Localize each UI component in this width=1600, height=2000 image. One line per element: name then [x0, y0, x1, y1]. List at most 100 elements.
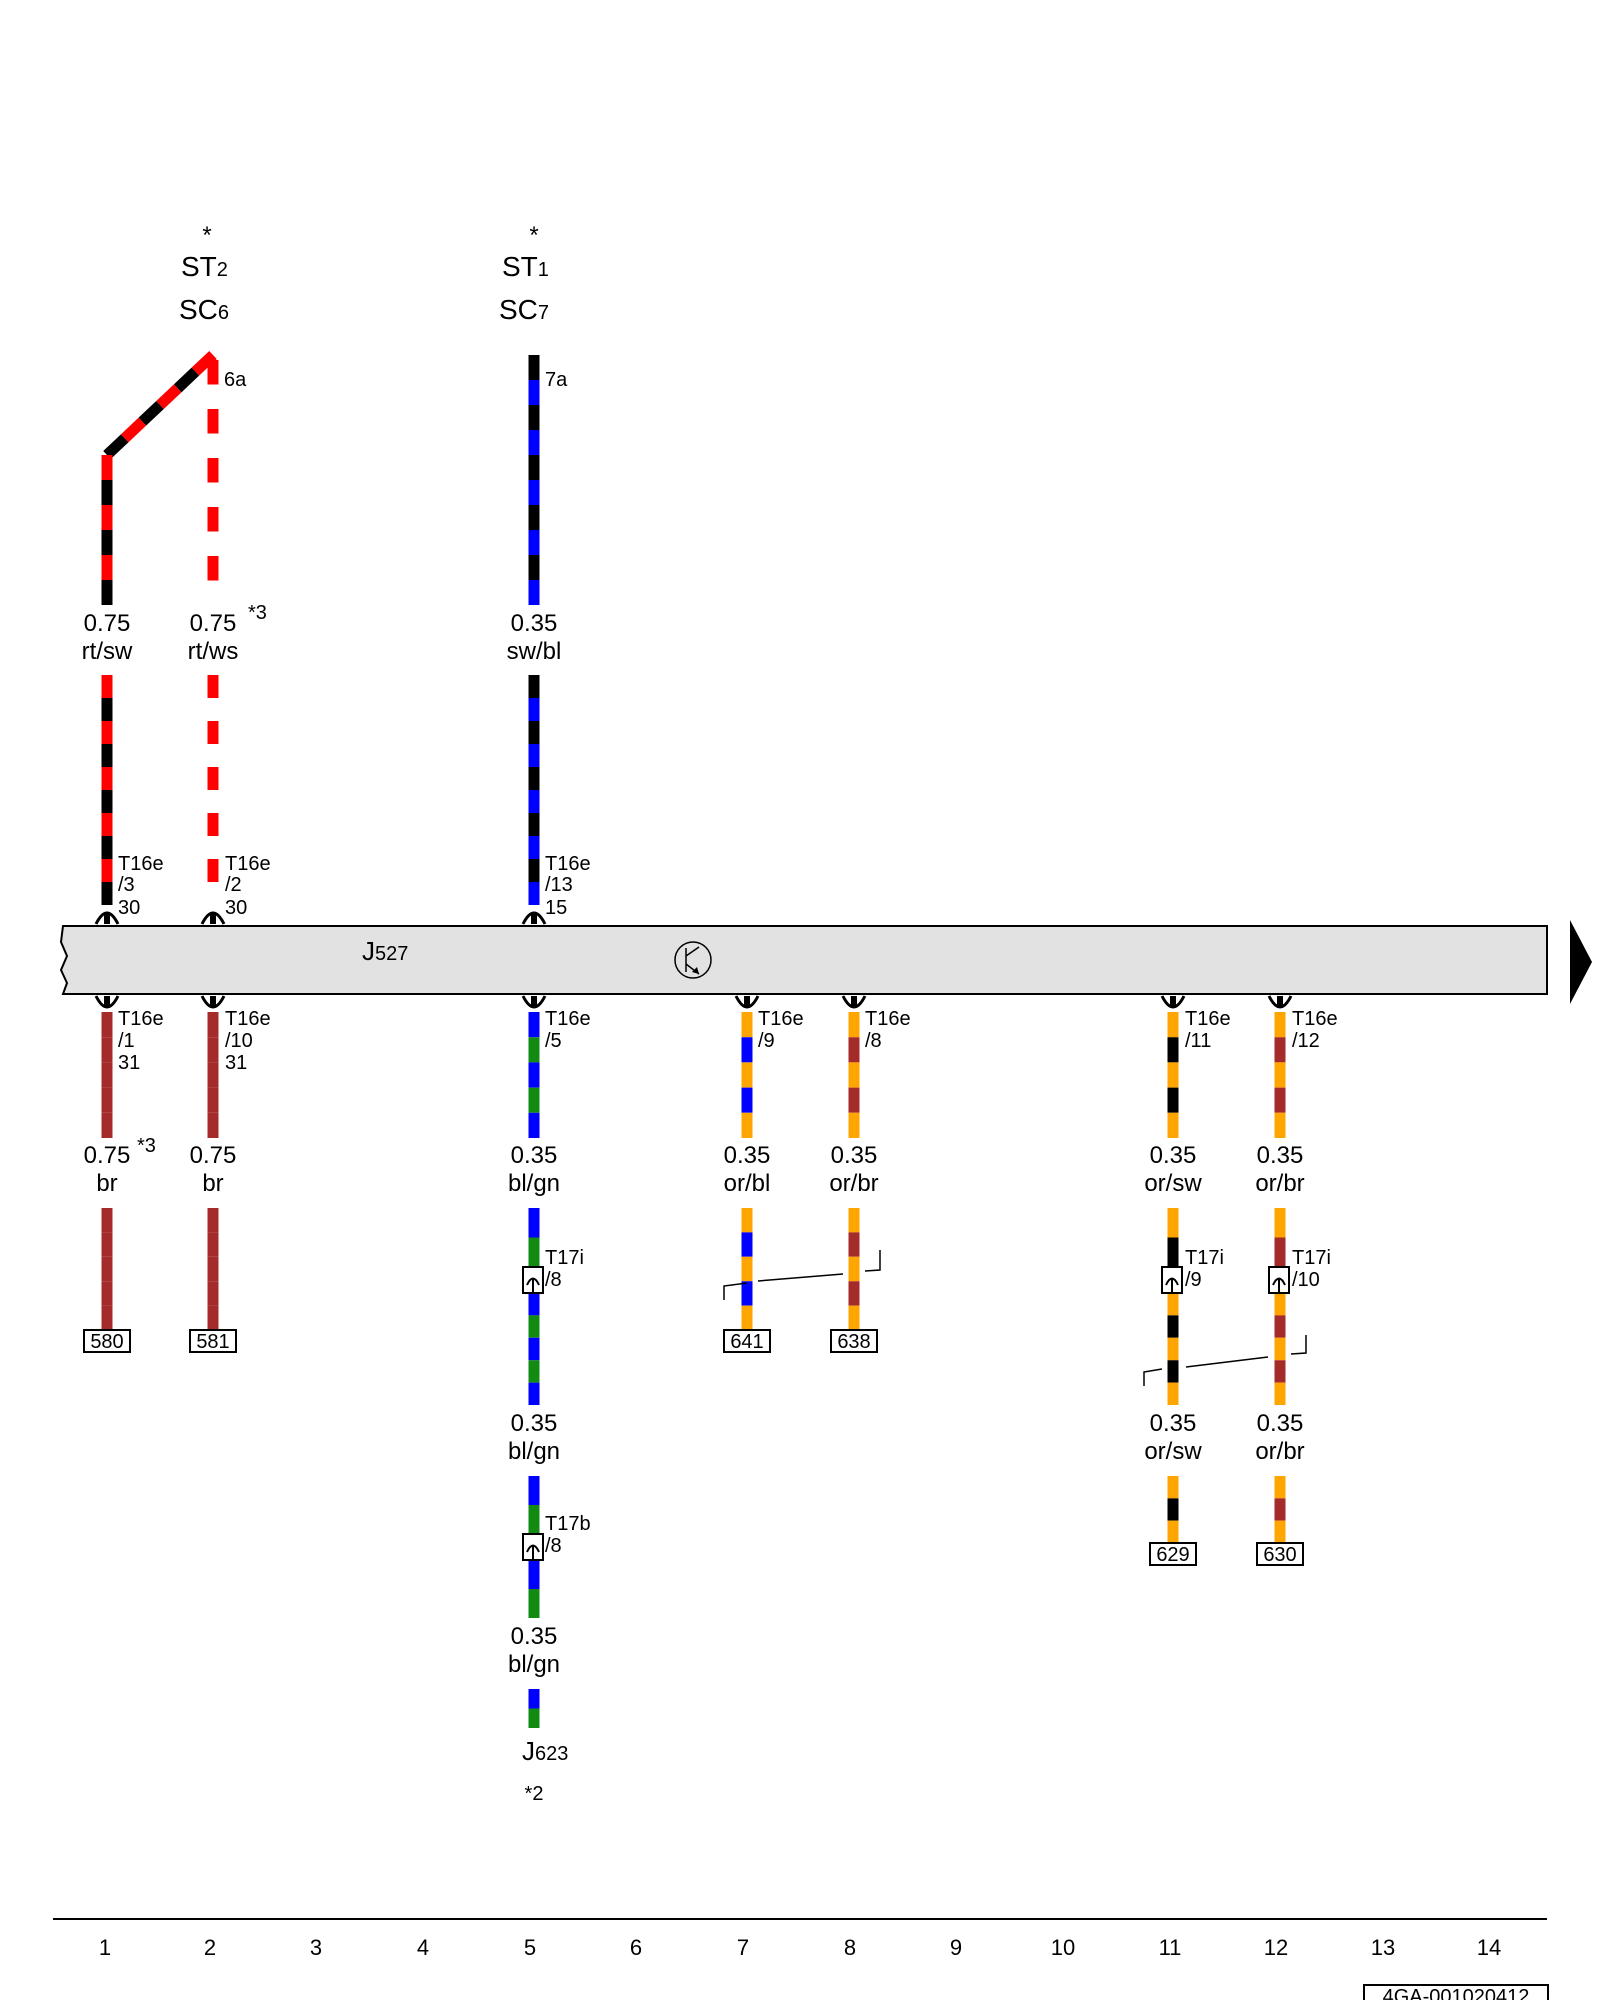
wire-label-bottom-8: 0.35 or/br [829, 1142, 878, 1197]
column-number: 6 [630, 1935, 642, 1960]
wire-size: 0.35 [511, 1142, 558, 1169]
wire-color: or/br [829, 1170, 878, 1197]
pin-label-t16e-11: T16e /11 [1185, 1008, 1231, 1052]
connector-name: T17i [1185, 1247, 1224, 1269]
ref-sc-text: SC [179, 294, 218, 325]
pin-terminal: 31 [225, 1052, 247, 1074]
ref-box-641: 641 [723, 1329, 771, 1353]
wire-color: bl/gn [508, 1651, 560, 1678]
pin-label-t16e-3: T16e /3 30 [118, 853, 164, 919]
ref-box-label: 641 [730, 1331, 763, 1353]
pin-connector: T16e [225, 1008, 271, 1030]
ref-box-label: 580 [90, 1331, 123, 1353]
connector-name: T17b [545, 1513, 591, 1535]
wire-size: 0.75 [190, 610, 237, 637]
pin-connector-icon [94, 911, 120, 925]
terminal-6a: 6a [224, 369, 247, 391]
pin-connector: T16e [545, 1008, 591, 1030]
ref-box-label: 638 [837, 1331, 870, 1353]
wire-size: 0.35 [724, 1142, 771, 1169]
unit-label-number: 527 [375, 943, 408, 965]
unit-label-letter: J [362, 936, 375, 966]
wire-color: br [96, 1170, 117, 1197]
wire-color: rt/sw [82, 638, 133, 665]
pin-connector-icon [1160, 995, 1186, 1009]
pin-terminal: 30 [118, 897, 140, 919]
wire-label-tier2-11: 0.35 or/sw [1144, 1410, 1202, 1465]
pin-number: /11 [1185, 1030, 1211, 1052]
pin-terminal: 30 [225, 897, 247, 919]
pin-connector-icon [1267, 995, 1293, 1009]
connector-t17b-8: T17b /8 [522, 1513, 591, 1561]
wire-label-top-1: 0.75 rt/sw [82, 610, 133, 665]
wire-color: bl/gn [508, 1438, 560, 1465]
ref-box-630: 630 [1256, 1542, 1304, 1566]
wire-note: *3 [137, 1135, 156, 1157]
pin-number: /2 [225, 874, 242, 896]
wire-color: or/br [1255, 1438, 1304, 1465]
pin-connector-icon [94, 995, 120, 1009]
wire-size: 0.35 [831, 1142, 878, 1169]
wire-size: 0.75 [84, 1142, 131, 1169]
connector-pin: /9 [1185, 1269, 1202, 1291]
transistor-symbol-icon [674, 941, 712, 979]
wire-label-bottom-1: 0.75 *3 br [84, 1135, 156, 1197]
wire-stripe [173, 367, 200, 393]
connector-pin: /8 [545, 1269, 562, 1291]
pin-connector-icon [841, 995, 867, 1009]
component-letter: J [522, 1736, 535, 1766]
wire-label-bottom-2: 0.75 br [190, 1142, 237, 1197]
pin-label-t16e-1: T16e /1 31 [118, 1008, 164, 1074]
pin-number: /12 [1292, 1030, 1320, 1052]
wire-stripe [120, 417, 147, 443]
wire-color: sw/bl [507, 638, 562, 665]
wire-size: 0.35 [1257, 1410, 1304, 1437]
pin-layer [94, 911, 1293, 1009]
ref-st-text: ST [181, 251, 217, 282]
ref-sc-sub: 7 [538, 302, 549, 324]
terminal-7a: 7a [545, 369, 568, 391]
ref-box-580: 580 [83, 1329, 131, 1353]
column-number: 13 [1371, 1935, 1395, 1960]
pin-terminal: 31 [118, 1052, 140, 1074]
wire-size: 0.75 [84, 610, 131, 637]
wire-label-bottom-12: 0.35 or/br [1255, 1142, 1304, 1197]
connector-name: T17i [1292, 1247, 1331, 1269]
pin-connector: T16e [1185, 1008, 1231, 1030]
connector-t17i-10: T17i /10 [1268, 1247, 1331, 1294]
pin-connector: T16e [118, 1008, 164, 1030]
component-label: J623 [522, 1736, 568, 1766]
pin-number: /5 [545, 1030, 562, 1052]
wire-size: 0.35 [1257, 1142, 1304, 1169]
wire-color: bl/gn [508, 1170, 560, 1197]
ref-star: * [529, 222, 538, 249]
pin-label-t16e-2: T16e /2 30 [225, 853, 271, 919]
wire-label-top-2: 0.75 *3 rt/ws [188, 602, 267, 665]
pin-connector: T16e [225, 853, 271, 875]
column-number: 9 [950, 1935, 962, 1960]
wire-size: 0.75 [190, 1142, 237, 1169]
wire-label-tier3-5: 0.35 bl/gn [508, 1623, 560, 1678]
wire-label-bottom-7: 0.35 or/bl [724, 1142, 771, 1197]
pin-label-t16e-10: T16e /10 31 [225, 1008, 271, 1074]
component-note: *2 [525, 1783, 544, 1805]
column-number: 1 [99, 1935, 111, 1960]
wire-color: or/sw [1144, 1438, 1202, 1465]
pin-label-t16e-5: T16e /5 [545, 1008, 591, 1052]
pin-number: /1 [118, 1030, 135, 1052]
column-number: 12 [1264, 1935, 1288, 1960]
wire-layer [101, 350, 1286, 1728]
wire-note: *3 [248, 602, 267, 624]
wire-color: rt/ws [188, 638, 239, 665]
column-number: 14 [1477, 1935, 1501, 1960]
wire-size: 0.35 [1150, 1410, 1197, 1437]
wire-label-bottom-5: 0.35 bl/gn [508, 1142, 560, 1197]
column-number: 3 [310, 1935, 322, 1960]
wire-color: or/sw [1144, 1170, 1202, 1197]
ref-sc-text: SC [499, 294, 538, 325]
ref-star: * [202, 222, 211, 249]
pin-connector-icon [521, 995, 547, 1009]
wire-color: or/bl [724, 1170, 771, 1197]
wire-stripe [103, 434, 129, 460]
